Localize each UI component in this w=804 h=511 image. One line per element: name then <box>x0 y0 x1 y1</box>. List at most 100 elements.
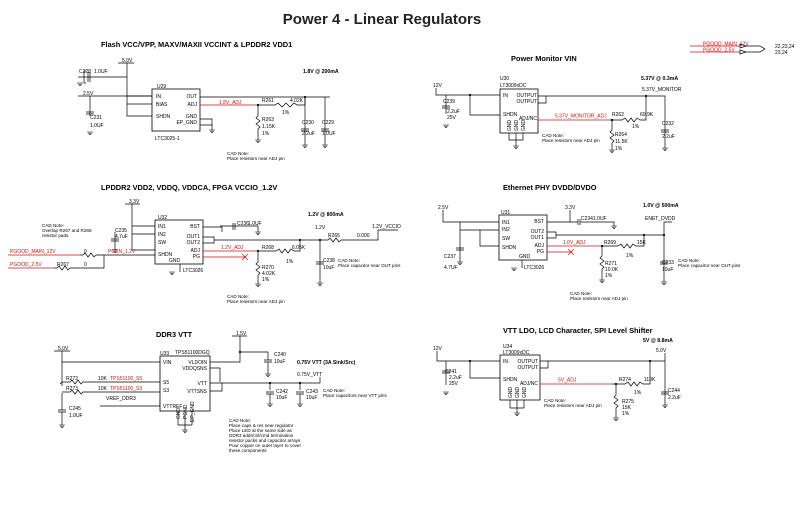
rail-3v3-label: 3.3V <box>129 199 140 205</box>
monitor-cad-note-2: Place resistors near ADJ pin <box>542 138 600 143</box>
res-r269-tol: 1% <box>626 253 634 259</box>
cap-c232-ref: C232 <box>662 121 674 127</box>
res-r264-value: 11.5K <box>615 139 628 145</box>
flash-cad-note-2: Place resistors near ADJ pin <box>227 156 285 161</box>
res-r275-tol: 1% <box>622 411 630 417</box>
section-ddr3-vtt: DDR3 VTT 5.0V R272 10K R273 10K C245 1.0… <box>54 330 387 453</box>
ic-u32 <box>154 219 204 265</box>
eth-cad-note1-2: Place capacitor near OUT pins <box>678 263 741 268</box>
ic-u31-pin-in1: IN1 <box>502 220 510 226</box>
cap-c238-value: 10uF <box>323 265 334 271</box>
net-pgen-1v2: PGEN_1.2V <box>108 249 136 255</box>
vtt-cad-note-1: CAD Note: <box>544 398 566 403</box>
cap-c236-ref: C236 <box>237 221 249 227</box>
ic-u29-ref: U29 <box>157 84 166 90</box>
ddr3-cad-note2-4: DDR3 addr/ctrl/cmd termination <box>229 433 294 438</box>
net-1v2-vccio: 1.2V_VCCIO <box>372 224 401 230</box>
rail-12v-label: 12V <box>433 83 443 89</box>
ic-u29-pin-adj: ADJ <box>188 102 198 108</box>
cap-c228-ref: C228 <box>79 69 91 75</box>
cap-c228-value: 1.0UF <box>94 69 108 75</box>
res-r262-tol: 1% <box>632 124 640 130</box>
ic-u33-pin-s5: S5 <box>163 380 169 386</box>
ddr3-cad-note2-2: Place caps & res near regulator <box>229 423 294 428</box>
cap-c230-ref: C230 <box>302 120 314 126</box>
ic-u31 <box>498 214 548 261</box>
ic-u32-pin-out2: OUT2 <box>187 240 201 246</box>
cap-c231-ref: C231 <box>90 115 102 121</box>
ddr3-output-label: 0.75V VTT (3A Sink/Src) <box>297 360 356 366</box>
ic-u32-pin-sw: SW <box>158 240 166 246</box>
ic-u33-pin-vtt: VTT <box>198 381 207 387</box>
cap-c234-value: 1.0UF <box>593 216 607 222</box>
section-lpddr2: LPDDR2 VDD2, VDDQ, VDDCA, FPGA VCCIO_1.2… <box>8 183 401 304</box>
net-5v37-monitor: 5.37V_MONITOR <box>642 87 682 93</box>
ic-u34-pin-in: IN <box>503 359 508 365</box>
flash-output-label: 1.8V @ 200mA <box>303 69 339 75</box>
ic-u31-pin-adj: ADJ <box>535 243 545 249</box>
offsheet-ref-1: 22,23,24 <box>775 44 795 50</box>
ddr3-cad-note2-1: CAD Note: <box>229 418 251 423</box>
rail-2v5-eth-label: 2.5V <box>438 205 449 211</box>
ic-u33-pin-vldoin: VLDOIN <box>188 360 207 366</box>
ic-u33-pin-vttsns: VTTSNS <box>187 389 207 395</box>
res-r274-ref: R274 <box>619 377 631 383</box>
ic-u32-pin-gnd: GND <box>169 258 181 264</box>
res-r270-tol: 1% <box>262 277 270 283</box>
res-r264-tol: 1% <box>615 146 623 152</box>
ic-u31-pin-out2: OUT2 <box>531 229 545 235</box>
res-r263-ref: R263 <box>262 117 274 123</box>
ic-u34-pin-gnd1: GND <box>508 387 514 399</box>
ic-u33-pin-vttref: VTTREF <box>163 404 182 410</box>
ic-u34-ref: U34 <box>503 344 512 350</box>
res-r264-ref: R264 <box>615 132 627 138</box>
ic-u29-pin-shdn: SHDN <box>156 114 171 120</box>
eth-cad-note1-1: CAD Note: <box>678 258 700 263</box>
res-r268-tol: 1% <box>286 259 294 265</box>
ic-u29-pin-in: IN <box>156 94 161 100</box>
ic-u31-pin-bst: BST <box>534 219 544 225</box>
ic-u31-pin-in2: IN2 <box>502 227 510 233</box>
cap-c235-value: 4.7uF <box>115 234 128 240</box>
res-r269-ref: R269 <box>604 240 616 246</box>
res-r262-ref: R262 <box>612 112 624 118</box>
ic-u33-pin-vin: VIN <box>163 360 172 366</box>
net-1v8-adj: 1.8V_ADJ <box>219 100 242 106</box>
ic-u30-pin-out1: OUTPUT <box>516 93 537 99</box>
cap-c229-value: 1.0UF <box>322 131 336 137</box>
net-1v2-adj: 1.2V_ADJ <box>221 245 244 251</box>
section-ddr3-heading: DDR3 VTT <box>156 330 193 339</box>
cap-c245-value: 1.0UF <box>69 413 83 419</box>
res-r266-value: 0 <box>84 249 87 255</box>
ic-u31-part: LTC3026 <box>524 265 544 271</box>
cap-c243-ref: C243 <box>306 389 318 395</box>
ic-u33-pin-s3: S3 <box>163 388 169 394</box>
ic-u33 <box>159 355 211 412</box>
monitor-output-label: 5.37V @ 0.3mA <box>641 76 678 82</box>
ddr3-cad-note1-1: CAD Note: <box>323 388 345 393</box>
eth-output-label: 1.0V @ 500mA <box>643 203 679 209</box>
ic-u31-pin-out1: OUT1 <box>531 235 545 241</box>
res-r273-value: 10K <box>98 386 108 392</box>
res-r272-ref: R272 <box>66 376 78 382</box>
res-r269-value: 15K <box>637 240 647 246</box>
cap-c243-value: 10uF <box>306 395 317 401</box>
net-pgood-2v5: PGOOD_2.5V <box>10 262 42 268</box>
cap-c238-ref: C238 <box>323 258 335 264</box>
net-5v37-monitor-adj: 5.37V_MONITOR_ADJ <box>555 114 607 120</box>
lpddr-cad-note1-1: CAD Note: <box>42 223 64 228</box>
res-r271-ref: R271 <box>605 261 617 267</box>
ic-u32-pin-in1: IN1 <box>158 224 166 230</box>
ic-u34-part: LT3009xDC <box>503 350 530 356</box>
ic-u32-pin-in2: IN2 <box>158 232 166 238</box>
ic-u34-pin-adj: ADJ/NC <box>520 381 538 387</box>
ddr3-cad-note2-6: Pour copper on outer layer to cover <box>229 443 301 448</box>
cap-c239-ref: C239 <box>443 99 455 105</box>
res-r275-value: 15K <box>622 405 632 411</box>
ic-u29-part: LTC3025-1 <box>155 136 180 142</box>
lpddr-output-label: 1.2V @ 800mA <box>308 212 344 218</box>
ddr3-cad-note2-5: resistor packs and capacitor arrays <box>229 438 301 443</box>
res-r272-value: 10K <box>98 376 108 382</box>
rail-12v-vtt-label: 12V <box>433 346 443 352</box>
